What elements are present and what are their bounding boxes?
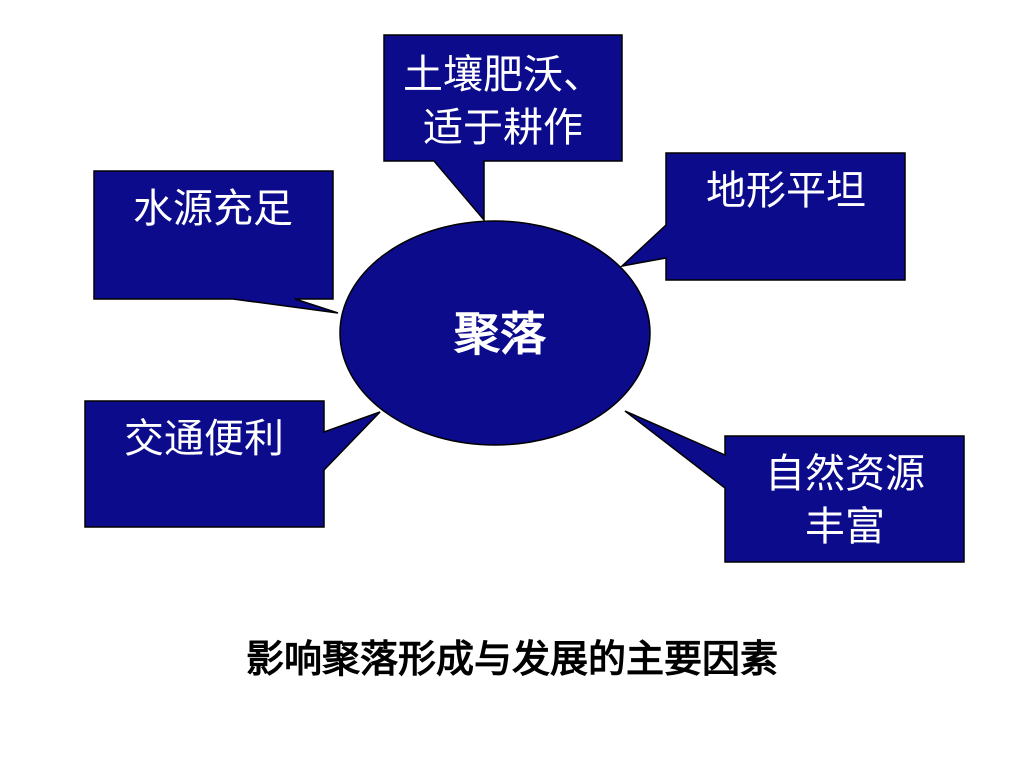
center-label: 聚落	[453, 307, 547, 361]
callout-transport-line1: 交通便利	[124, 416, 284, 462]
callout-resources-shape	[624, 410, 965, 563]
callout-water-shape	[93, 170, 339, 314]
callout-soil-fertile: 土壤肥沃、 适于耕作	[383, 34, 623, 223]
callout-resources-rich: 自然资源 丰富	[624, 410, 965, 563]
center-node-settlement: 聚落	[339, 220, 651, 446]
callout-transport-shape	[84, 400, 381, 528]
callout-soil-line2: 适于耕作	[423, 105, 583, 151]
callout-water-sufficient: 水源充足	[93, 170, 339, 314]
callout-soil-line1: 土壤肥沃、	[403, 52, 603, 98]
callout-terrain-flat: 地形平坦	[619, 152, 906, 281]
callout-water-line1: 水源充足	[133, 186, 293, 232]
center-ellipse	[339, 220, 651, 446]
callout-soil-shape	[383, 34, 623, 223]
callout-resources-line2: 丰富	[805, 504, 885, 550]
callout-terrain-line1: 地形平坦	[706, 168, 866, 214]
callout-resources-line1: 自然资源	[765, 451, 925, 497]
callout-terrain-shape	[619, 152, 906, 281]
diagram-caption: 影响聚落形成与发展的主要因素	[245, 637, 778, 681]
callout-transport-convenient: 交通便利	[84, 400, 381, 528]
